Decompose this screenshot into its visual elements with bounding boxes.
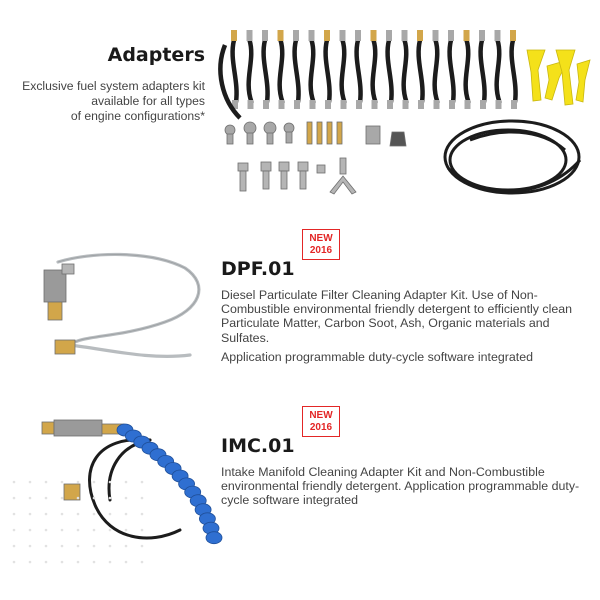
imc-description: Intake Manifold Cleaning Adapter Kit and… [221, 465, 580, 508]
adapters-description-line-1: Exclusive fuel system adapters kit [22, 79, 205, 93]
yellow-clips [526, 49, 591, 106]
decorative-dots [12, 480, 144, 564]
adapters-description-line-3: of engine configurations* [70, 109, 205, 123]
coiled-tube [443, 119, 582, 195]
adapter-hoses [218, 30, 518, 120]
imc-title: IMC.01 [221, 435, 295, 457]
dpf-badge-line-2: 2016 [309, 245, 333, 256]
adapters-description-line-2: available for all types [91, 94, 205, 108]
fittings-row-1 [224, 121, 407, 147]
dpf-title: DPF.01 [221, 258, 295, 280]
fittings-row-2 [237, 157, 357, 195]
adapters-description: Exclusive fuel system adapters kit avail… [0, 79, 205, 124]
dpf-software-note: Application programmable duty-cycle soft… [221, 350, 533, 364]
adapters-title: Adapters [107, 44, 205, 66]
imc-badge-line-1: NEW [309, 410, 333, 421]
blue-nozzle-segments [116, 423, 223, 545]
dpf-badge-line-1: NEW [309, 233, 333, 244]
dpf-description: Diesel Particulate Filter Cleaning Adapt… [221, 288, 573, 345]
imc-new-badge: NEW 2016 [302, 406, 340, 437]
dpf-new-badge: NEW 2016 [302, 229, 340, 260]
imc-badge-line-2: 2016 [309, 422, 333, 433]
